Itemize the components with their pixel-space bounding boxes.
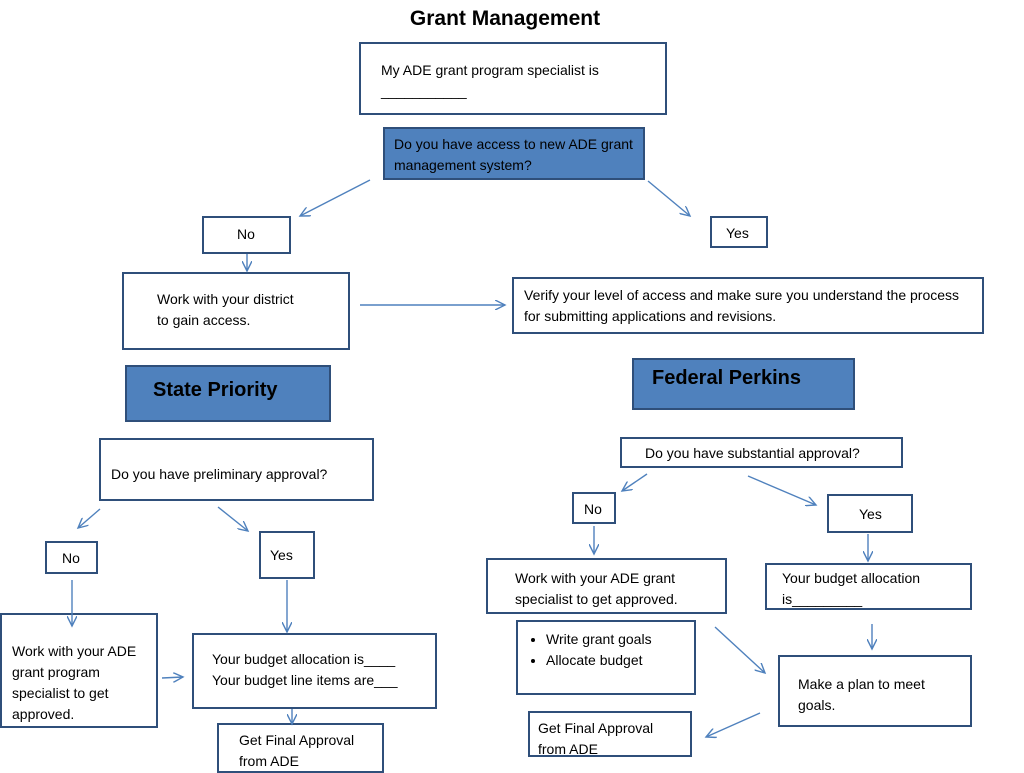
specialist-text: My ADE grant program specialist is _____…: [381, 62, 599, 99]
fp-yes-text: Yes: [859, 506, 882, 522]
fp-bullet-list: Write grant goals Allocate budget: [518, 629, 652, 671]
work-district-box: Work with your district to gain access.: [122, 272, 350, 350]
state-priority-heading-text: State Priority: [153, 379, 278, 401]
fp-work-specialist-box: Work with your ADE grant specialist to g…: [486, 558, 727, 614]
fp-final-text: Get Final Approval from ADE: [538, 720, 654, 757]
work-district-text: Work with your district to gain access.: [157, 291, 294, 328]
arrow-sp-work-to-budget: [161, 677, 183, 678]
sp-no-box: No: [45, 541, 98, 574]
fp-bullets-box: Write grant goals Allocate budget: [516, 620, 696, 695]
arrow-fp-question-to-no: [622, 473, 648, 491]
sp-budget-text: Your budget allocation is____ Your budge…: [212, 651, 398, 688]
arrow-question-to-no: [300, 179, 371, 216]
sp-work-specialist-text: Work with your ADE grant program special…: [12, 643, 137, 722]
substantial-question-box: Do you have substantial approval?: [620, 437, 903, 468]
fp-plan-text: Make a plan to meet goals.: [798, 676, 925, 713]
fp-final-box: Get Final Approval from ADE: [528, 711, 692, 757]
sp-no-text: No: [62, 550, 80, 566]
sp-final-text: Get Final Approval from ADE: [239, 732, 355, 769]
fp-bullet-item: Allocate budget: [546, 650, 652, 671]
access-yes-box: Yes: [710, 216, 768, 248]
access-question-text: Do you have access to new ADE grant mana…: [394, 136, 633, 173]
sp-yes-text: Yes: [270, 547, 293, 563]
sp-work-specialist-box: Work with your ADE grant program special…: [0, 613, 158, 728]
arrow-fp-plan-to-final: [706, 712, 761, 737]
arrow-fp-question-to-yes: [747, 475, 816, 505]
access-yes-text: Yes: [726, 225, 749, 241]
arrow-sp-question-to-no: [78, 508, 101, 528]
fp-plan-box: Make a plan to meet goals.: [778, 655, 972, 727]
arrow-fp-bullets-to-plan: [714, 626, 765, 673]
federal-perkins-heading-text: Federal Perkins: [652, 367, 801, 389]
federal-perkins-heading: Federal Perkins: [632, 358, 855, 410]
sp-final-box: Get Final Approval from ADE: [217, 723, 384, 773]
arrow-sp-question-to-yes: [217, 506, 248, 531]
preliminary-question-box: Do you have preliminary approval?: [99, 438, 374, 501]
verify-text: Verify your level of access and make sur…: [524, 287, 960, 324]
sp-yes-box: Yes: [259, 531, 315, 579]
substantial-question-text: Do you have substantial approval?: [645, 445, 860, 461]
fp-no-box: No: [572, 492, 616, 524]
arrow-question-to-yes: [647, 180, 690, 216]
fp-work-specialist-text: Work with your ADE grant specialist to g…: [515, 570, 678, 607]
specialist-box: My ADE grant program specialist is _____…: [359, 42, 667, 115]
fp-bullet-item: Write grant goals: [546, 629, 652, 650]
fp-budget-box: Your budget allocation is_________: [765, 563, 972, 610]
fp-yes-box: Yes: [827, 494, 913, 533]
verify-box: Verify your level of access and make sur…: [512, 277, 984, 334]
page-title: Grant Management: [409, 7, 601, 30]
fp-budget-text: Your budget allocation is_________: [782, 570, 921, 607]
access-no-text: No: [237, 226, 255, 242]
access-no-box: No: [202, 216, 291, 254]
state-priority-heading: State Priority: [125, 365, 331, 422]
fp-no-text: No: [584, 501, 602, 517]
preliminary-question-text: Do you have preliminary approval?: [111, 466, 328, 482]
sp-budget-box: Your budget allocation is____ Your budge…: [192, 633, 437, 709]
access-question-box: Do you have access to new ADE grant mana…: [383, 127, 645, 180]
